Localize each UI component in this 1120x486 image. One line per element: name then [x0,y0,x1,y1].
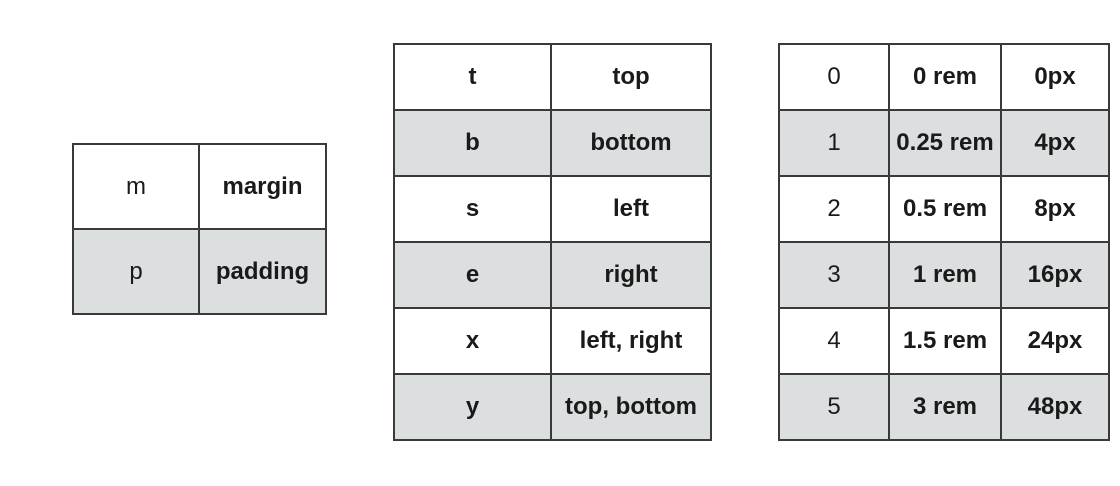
table-row: 3 1 rem 16px [778,241,1110,309]
table-cell-side-key: y [393,373,552,441]
table-cell-size-number: 0 [778,43,890,111]
table-cell-size-px: 0px [1000,43,1110,111]
table-cell-prefix-key: m [72,143,200,230]
table-cell-size-rem: 1.5 rem [888,307,1002,375]
table-cell-side-value: right [550,241,712,309]
table-cell-side-value: left, right [550,307,712,375]
table-row: t top [393,43,712,111]
table-cell-size-px: 16px [1000,241,1110,309]
table-cell-side-key: s [393,175,552,243]
table-row: 4 1.5 rem 24px [778,307,1110,375]
table-cell-side-value: top, bottom [550,373,712,441]
table-cell-side-value: left [550,175,712,243]
table-cell-side-key: b [393,109,552,177]
table-row: m margin [72,143,327,230]
table-cell-size-rem: 0.5 rem [888,175,1002,243]
sides-table: t top b bottom s left e right x left, ri… [393,43,712,441]
table-cell-size-px: 48px [1000,373,1110,441]
table-row: y top, bottom [393,373,712,441]
table-cell-side-value: top [550,43,712,111]
table-cell-side-value: bottom [550,109,712,177]
table-cell-size-number: 3 [778,241,890,309]
table-row: 2 0.5 rem 8px [778,175,1110,243]
prefix-table: m margin p padding [72,143,327,315]
table-cell-prefix-value: margin [198,143,327,230]
table-cell-size-number: 1 [778,109,890,177]
table-cell-size-px: 24px [1000,307,1110,375]
table-cell-prefix-key: p [72,228,200,315]
sizes-table: 0 0 rem 0px 1 0.25 rem 4px 2 0.5 rem 8px… [778,43,1110,441]
table-row: p padding [72,228,327,315]
table-row: x left, right [393,307,712,375]
table-row: 1 0.25 rem 4px [778,109,1110,177]
table-cell-prefix-value: padding [198,228,327,315]
table-cell-side-key: t [393,43,552,111]
table-cell-size-number: 4 [778,307,890,375]
table-row: 5 3 rem 48px [778,373,1110,441]
table-cell-size-number: 2 [778,175,890,243]
table-cell-size-number: 5 [778,373,890,441]
table-cell-size-px: 4px [1000,109,1110,177]
table-row: s left [393,175,712,243]
table-row: e right [393,241,712,309]
table-cell-size-px: 8px [1000,175,1110,243]
table-cell-size-rem: 3 rem [888,373,1002,441]
table-cell-size-rem: 0 rem [888,43,1002,111]
table-row: 0 0 rem 0px [778,43,1110,111]
table-cell-size-rem: 0.25 rem [888,109,1002,177]
table-cell-side-key: x [393,307,552,375]
table-cell-side-key: e [393,241,552,309]
table-cell-size-rem: 1 rem [888,241,1002,309]
table-row: b bottom [393,109,712,177]
